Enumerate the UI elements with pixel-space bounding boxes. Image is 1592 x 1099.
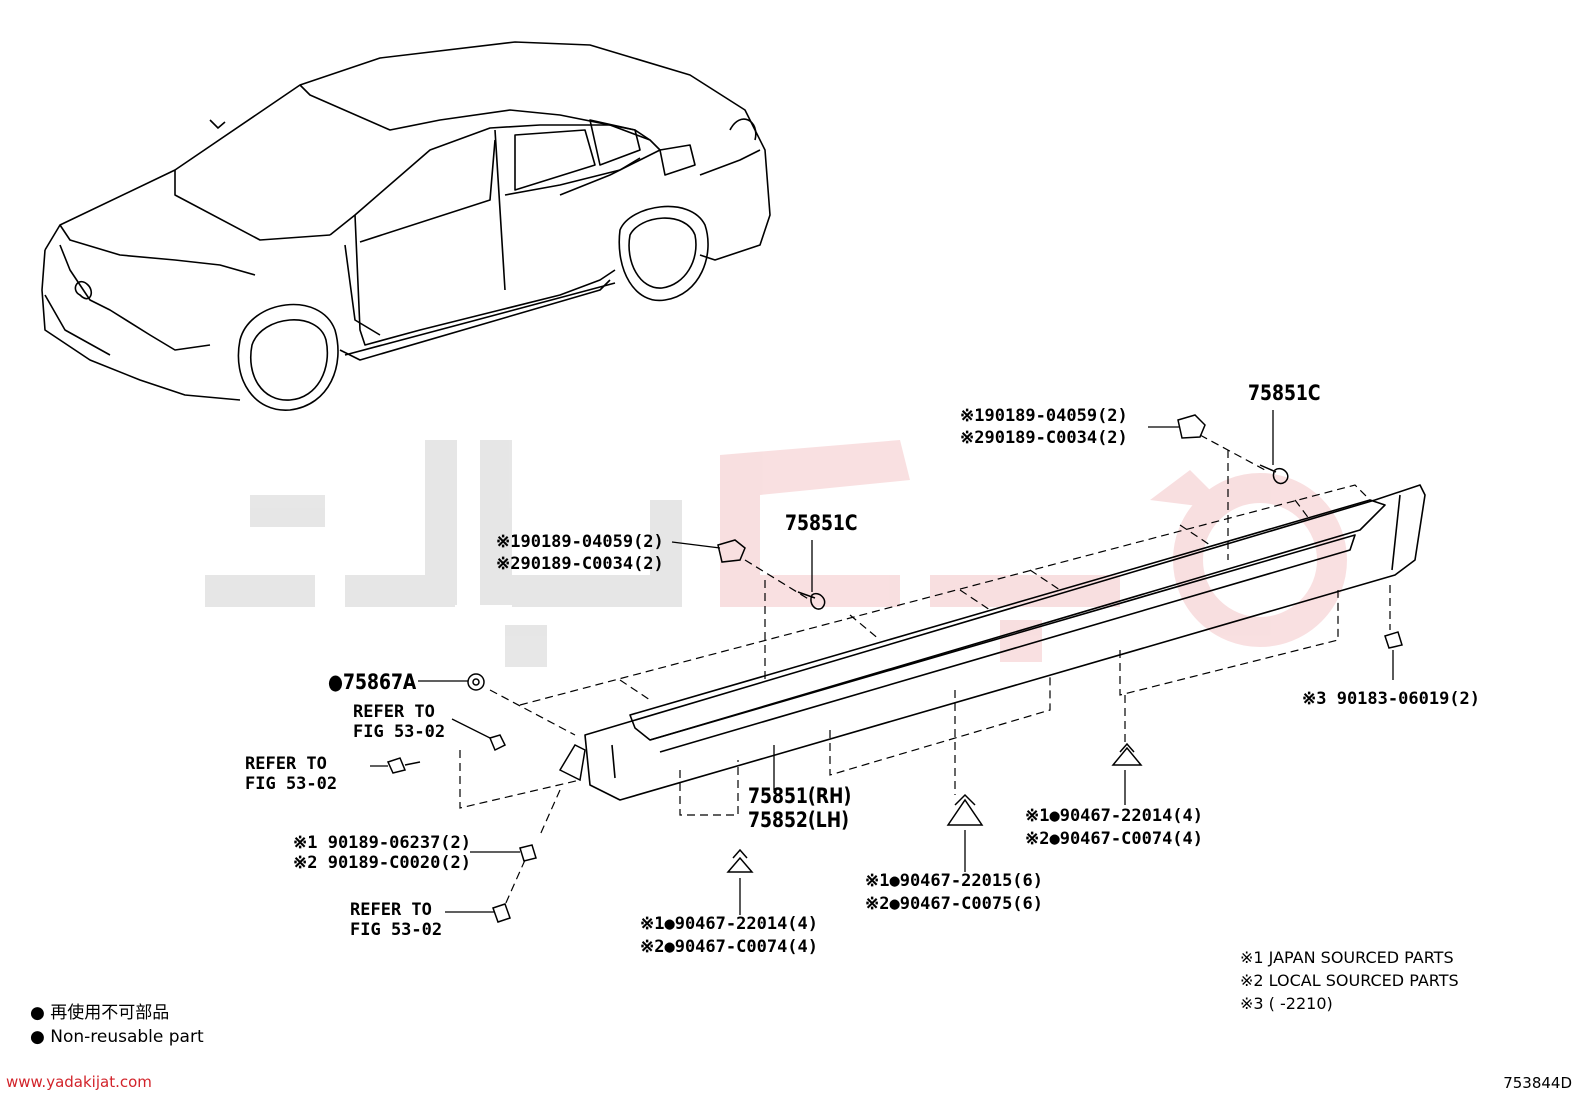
note-production-range: ※3 ( -2210) [1240, 994, 1333, 1013]
leader-lines [370, 410, 1394, 915]
dashed-guides [459, 434, 1391, 906]
fastener-a-icon [726, 848, 754, 873]
note-japan-sourced: ※1 JAPAN SOURCED PARTS [1240, 948, 1454, 967]
right-clip-callout-1: ※190189-04059(2) [960, 406, 1128, 426]
pad-part-number: ●75867A [328, 670, 417, 694]
car-illustration [41, 41, 771, 411]
end-clip-callout: ※3 90183-06019(2) [1302, 689, 1481, 709]
screw-left-icon [797, 591, 826, 610]
figure-code: 753844D [1503, 1074, 1572, 1092]
screw-clip-icon [492, 844, 537, 923]
fastener-b-callout-1: ※1●90467-22015(6) [865, 871, 1044, 891]
left-clip-callout-1: ※190189-04059(2) [496, 532, 664, 552]
clip-left-part-number: 75851C [785, 511, 858, 535]
fastener-a-callout-1: ※1●90467-22014(4) [640, 914, 819, 934]
refer-c-line2: FIG 53-02 [350, 920, 443, 940]
fastener-b-callout-2: ※2●90467-C0075(6) [865, 894, 1044, 914]
screw-right-icon [1259, 464, 1289, 485]
clip-right-icon [1177, 414, 1206, 439]
refer-a-line1: REFER TO [353, 702, 435, 722]
screw-callout-1: ※1 90189-06237(2) [293, 833, 472, 853]
main-part-number-lh: 75852(LH) [748, 808, 850, 832]
watermark-logo [205, 440, 1347, 667]
legend-japanese: ● 再使用不可部品 [30, 1003, 170, 1023]
fastener-a-callout-2: ※2●90467-C0074(4) [640, 937, 819, 957]
main-part-number-rh: 75851(RH) [748, 784, 852, 808]
pad-icon [467, 673, 485, 691]
fastener-c-callout-1: ※1●90467-22014(4) [1025, 806, 1204, 826]
note-local-sourced: ※2 LOCAL SOURCED PARTS [1240, 971, 1459, 990]
fastener-c-icon [1111, 742, 1143, 766]
right-clip-callout-2: ※290189-C0034(2) [960, 428, 1128, 448]
bolt-icon [386, 734, 507, 774]
refer-b-line2: FIG 53-02 [245, 774, 338, 794]
left-clip-callout-2: ※290189-C0034(2) [496, 554, 664, 574]
fastener-b-icon [946, 793, 984, 826]
bracket-icon [558, 744, 586, 782]
clip-right-part-number: 75851C [1248, 381, 1321, 405]
screw-callout-2: ※2 90189-C0020(2) [293, 853, 472, 873]
clip-left-icon [717, 539, 746, 563]
fastener-c-callout-2: ※2●90467-C0074(4) [1025, 829, 1204, 849]
refer-b-line1: REFER TO [245, 754, 327, 774]
refer-a-line2: FIG 53-02 [353, 722, 446, 742]
watermark-url: www.yadakijat.com [6, 1073, 152, 1091]
end-clip-icon [1384, 631, 1403, 649]
legend-non-reusable: ● Non-reusable part [30, 1027, 204, 1047]
refer-c-line1: REFER TO [350, 900, 432, 920]
